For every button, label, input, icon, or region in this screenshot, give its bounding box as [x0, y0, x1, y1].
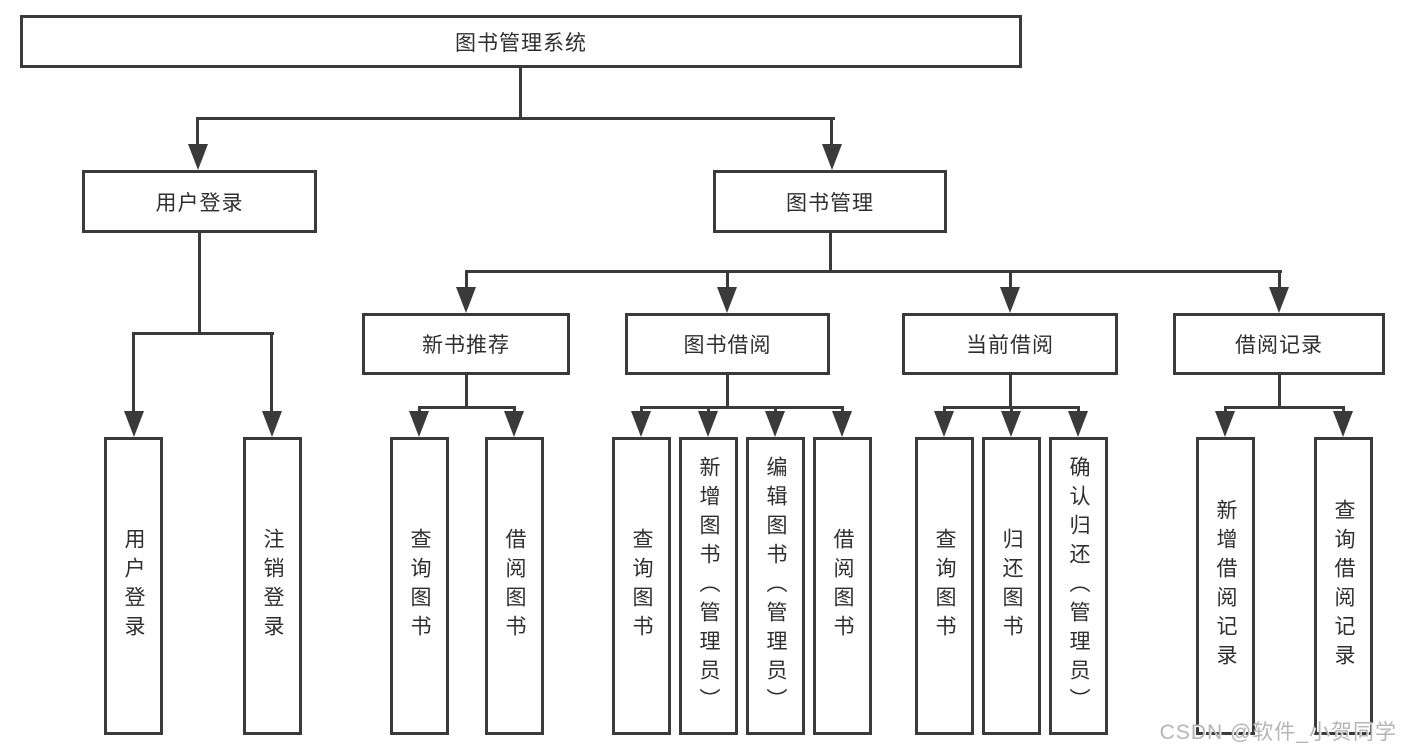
connector-drop [774, 406, 777, 413]
node-cb-confirm-return-admin: 确认归还（管理员） [1049, 437, 1108, 735]
connector-drop [1342, 406, 1345, 413]
connector-book-mgmt-branch [465, 270, 1282, 273]
node-book-borrowing: 图书借阅 [625, 313, 830, 375]
node-br-add-borrow-record: 新增借阅记录 [1196, 437, 1255, 735]
watermark: CSDN @软件_小贺同学 [1159, 721, 1397, 744]
node-label: 借阅图书 [831, 528, 854, 644]
node-label: 借阅图书 [503, 528, 526, 644]
connector-drop-user-login [196, 117, 199, 146]
arrow-down-icon [934, 411, 954, 437]
node-label: 确认归还（管理员） [1067, 455, 1090, 717]
node-cb-return-books: 归还图书 [982, 437, 1041, 735]
arrow-down-icon [1001, 411, 1021, 437]
connector-drop [418, 406, 421, 413]
connector-root-branch [196, 117, 835, 120]
arrow-down-icon [1000, 287, 1020, 313]
connector-drop-new-book [465, 270, 468, 289]
node-label: 图书管理 [786, 191, 874, 215]
arrow-down-icon [832, 411, 852, 437]
node-book-management: 图书管理 [713, 170, 947, 233]
node-borrowing-records: 借阅记录 [1173, 313, 1385, 375]
node-label: 查询图书 [933, 528, 956, 644]
node-label: 当前借阅 [966, 334, 1054, 357]
arrow-down-icon [456, 287, 476, 313]
arrow-down-icon [1068, 411, 1088, 437]
connector-new-book-stem [465, 375, 468, 407]
connector-drop [841, 406, 844, 413]
arrow-down-icon [1269, 287, 1289, 313]
node-current-borrowing: 当前借阅 [902, 313, 1118, 375]
arrow-down-icon [698, 411, 718, 437]
node-label: 借阅记录 [1235, 334, 1323, 357]
node-user-login: 用户登录 [82, 170, 317, 233]
node-cb-query-books: 查询图书 [915, 437, 974, 735]
node-label: 新增图书（管理员） [697, 455, 720, 717]
arrow-down-icon [1215, 411, 1235, 437]
connector-book-borrowing-branch [640, 406, 844, 409]
connector-drop [640, 406, 643, 413]
connector-current-borrowing-stem [1009, 375, 1012, 407]
node-user-login-leaf: 用户登录 [104, 437, 163, 735]
node-nb-query-books: 查询图书 [390, 437, 449, 735]
connector-borrowing-records-branch [1224, 406, 1345, 409]
arrow-down-icon [504, 411, 524, 437]
node-bb-query-books: 查询图书 [612, 437, 671, 735]
node-label: 新增借阅记录 [1214, 499, 1237, 673]
node-label: 用户登录 [122, 528, 145, 644]
node-bb-edit-books-admin: 编辑图书（管理员） [746, 437, 805, 735]
arrow-down-icon [1333, 411, 1353, 437]
arrow-down-icon [409, 411, 429, 437]
connector-drop [513, 406, 516, 413]
connector-drop [1224, 406, 1227, 413]
node-new-book-recommendation: 新书推荐 [362, 313, 570, 375]
node-logout: 注销登录 [243, 437, 302, 735]
connector-drop-logout [270, 332, 273, 413]
connector-book-mgmt-stem [829, 233, 832, 271]
node-label: 图书管理系统 [455, 31, 587, 55]
connector-new-book-branch [418, 406, 516, 409]
connector-user-login-stem [198, 233, 201, 333]
node-label: 查询借阅记录 [1332, 499, 1355, 673]
connector-drop [943, 406, 946, 413]
node-bb-add-books-admin: 新增图书（管理员） [679, 437, 738, 735]
connector-drop-current-borrowing [1009, 270, 1012, 289]
node-label: 查询图书 [408, 528, 431, 644]
node-label: 图书借阅 [683, 334, 772, 357]
connector-borrowing-records-stem [1278, 375, 1281, 407]
connector-drop-user-login-leaf [132, 332, 135, 413]
arrow-down-icon [765, 411, 785, 437]
arrow-down-icon [822, 144, 842, 170]
node-label: 注销登录 [261, 528, 284, 644]
connector-drop-book-borrowing [726, 270, 729, 289]
connector-drop-borrowing-records [1278, 270, 1281, 289]
node-label: 归还图书 [1000, 528, 1023, 644]
arrow-down-icon [262, 411, 282, 437]
node-library-management-system: 图书管理系统 [20, 15, 1022, 68]
connector-drop [1077, 406, 1080, 413]
connector-book-borrowing-stem [726, 375, 729, 407]
connector-drop [1010, 406, 1013, 413]
node-bb-borrow-books: 借阅图书 [813, 437, 872, 735]
node-label: 新书推荐 [422, 334, 510, 357]
node-label: 查询图书 [630, 528, 653, 644]
connector-root-stem [519, 67, 522, 118]
arrow-down-icon [124, 411, 144, 437]
node-br-query-borrow-record: 查询借阅记录 [1314, 437, 1373, 735]
connector-drop [707, 406, 710, 413]
arrow-down-icon [188, 144, 208, 170]
connector-user-login-branch [132, 332, 274, 335]
node-label: 用户登录 [155, 191, 244, 215]
arrow-down-icon [631, 411, 651, 437]
node-nb-borrow-books: 借阅图书 [485, 437, 544, 735]
arrow-down-icon [717, 287, 737, 313]
node-label: 编辑图书（管理员） [764, 455, 787, 717]
connector-drop-book-management [830, 117, 833, 146]
